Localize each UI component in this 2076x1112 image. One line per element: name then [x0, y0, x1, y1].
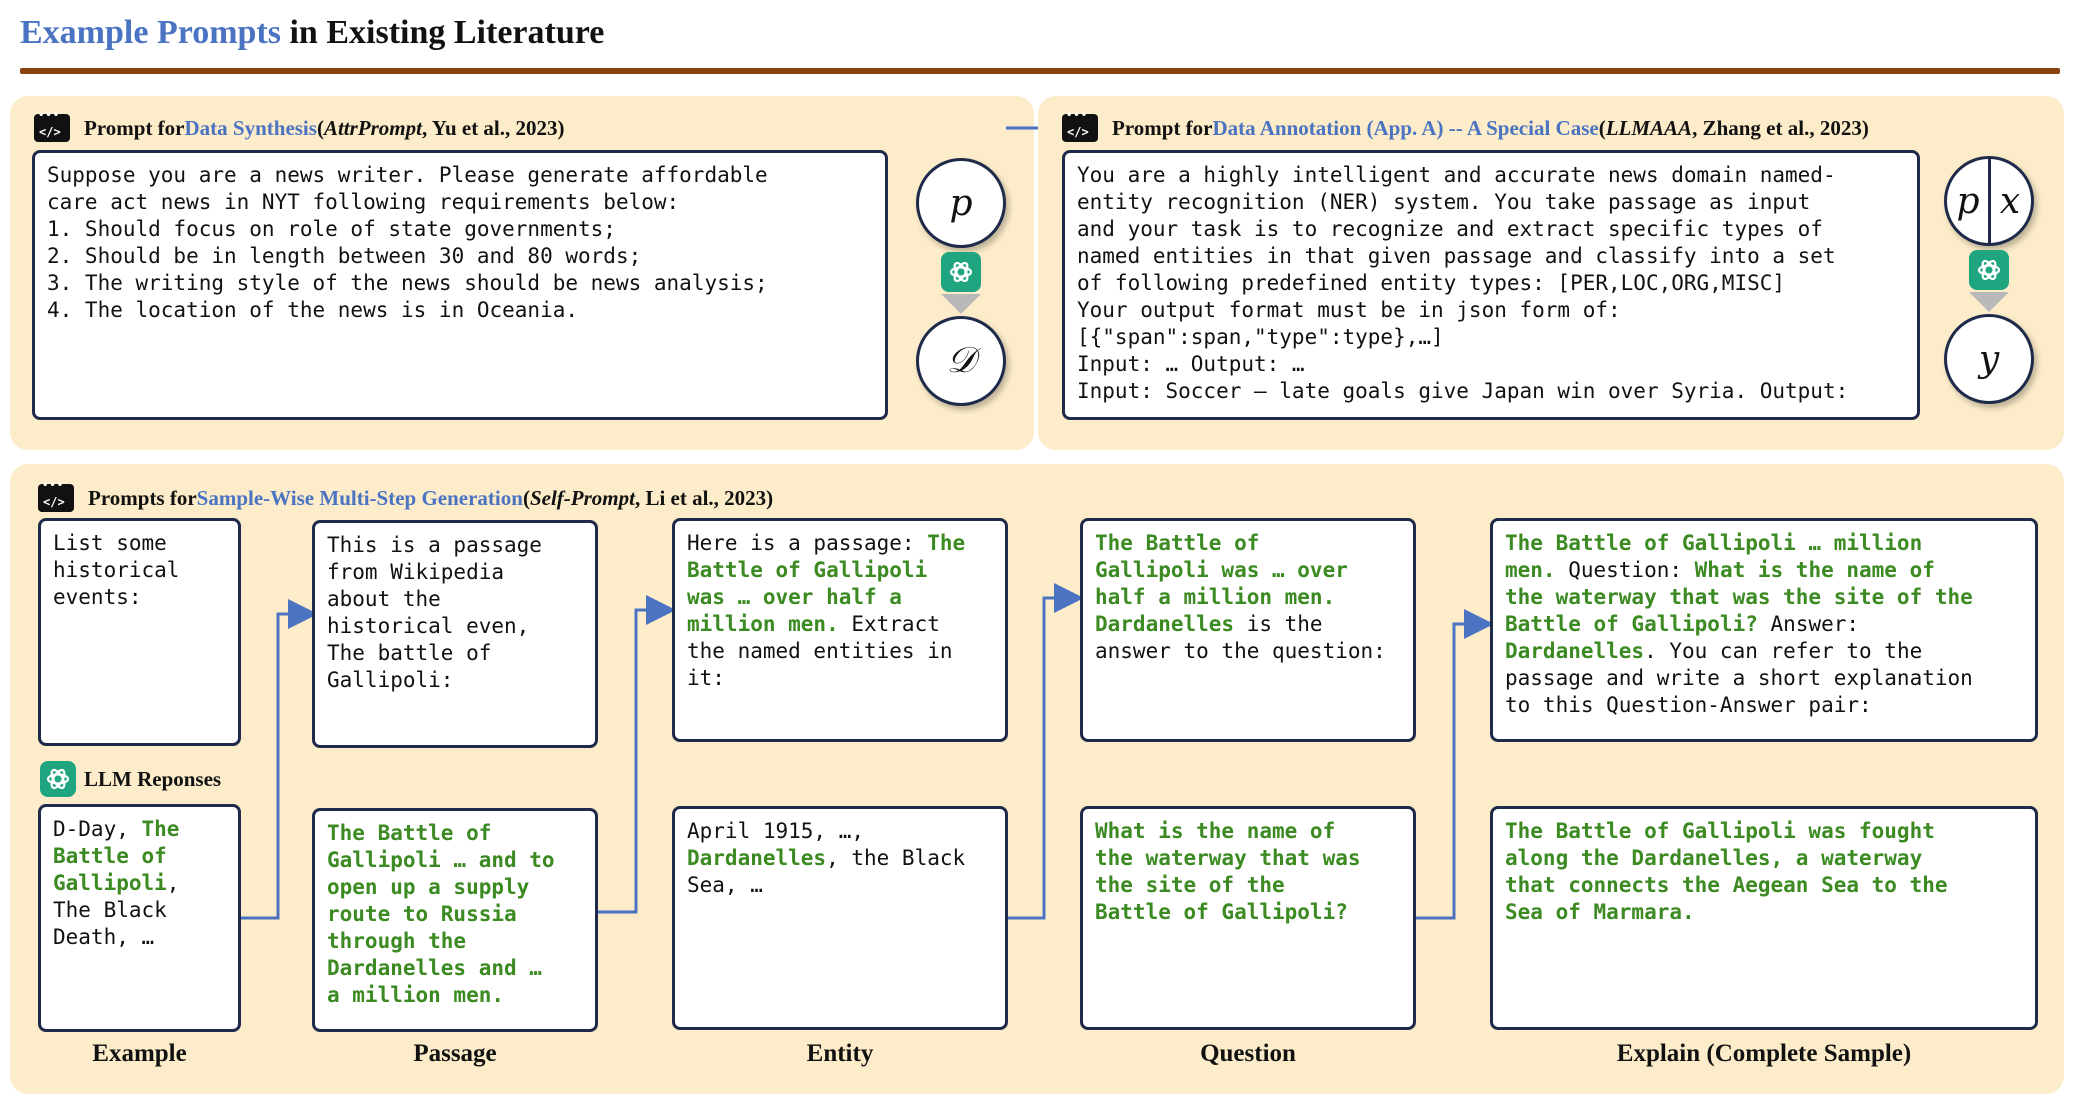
column-label-passage: Passage [413, 1040, 497, 1067]
page-title: Example Prompts in Existing Literature [20, 14, 604, 52]
example-response-box: D-Day, The Battle of Gallipoli, The Blac… [38, 804, 241, 1032]
segment: Question: [1555, 558, 1695, 582]
panel2-header-work: LLMAAA [1605, 115, 1693, 140]
passage-prompt-box: This is a passage from Wikipedia about t… [312, 520, 598, 748]
segment: Dardanelles [687, 846, 827, 870]
code-icon [34, 110, 70, 142]
panel3-header-task: Sample-Wise Multi-Step Generation [196, 485, 523, 510]
segment: Dardanelles [1505, 639, 1645, 663]
down-arrow-icon [941, 294, 981, 314]
panel3-header: Prompts for Sample-Wise Multi-Step Gener… [38, 480, 774, 512]
segment: . You can refer to the passage and write… [1505, 639, 1973, 717]
segment: The Battle of Gallipoli was fought along… [1505, 819, 1948, 924]
column-label-explain: Explain (Complete Sample) [1616, 1040, 1912, 1067]
segment: , the Black Sea, … [687, 846, 966, 897]
title-rule [20, 68, 2060, 74]
panel2-prompt-box: You are a highly intelligent and accurat… [1062, 150, 1920, 420]
chatgpt-icon [941, 252, 981, 292]
circle-y: y [1944, 314, 2034, 404]
panel1-header-open: ( [316, 115, 324, 140]
circle-p-x-left: p [1956, 180, 1980, 222]
segment: is the answer to the question: [1095, 612, 1386, 663]
segment: The Battle of Gallipoli was … over half … [687, 531, 966, 636]
circle-dataset: 𝒟 [916, 316, 1006, 406]
circle-p-x-right: x [1999, 180, 2021, 222]
question-response-box: What is the name of the waterway that wa… [1080, 806, 1416, 1030]
segment: The Battle of Gallipoli … million men. [1505, 531, 1923, 582]
segment: What is the name of the waterway that wa… [1505, 558, 1973, 636]
circle-p-x: p x [1944, 156, 2034, 246]
chatgpt-icon [1969, 250, 2009, 290]
chatgpt-icon [40, 761, 76, 797]
explain-prompt-box: The Battle of Gallipoli … million men. Q… [1490, 518, 2038, 742]
segment: Answer: [1770, 612, 1860, 636]
code-icon [38, 480, 74, 512]
segment: Extract the named entities in it: [687, 612, 953, 690]
panel1-header-cite: , Yu et al., 2023) [421, 115, 565, 140]
panel2-header: Prompt for Data Annotation (App. A) -- A… [1062, 110, 1869, 142]
segment: This is a passage from Wikipedia about t… [327, 533, 542, 692]
llm-label-text: LLM Reponses [84, 766, 222, 791]
panel2-header-open: ( [1598, 115, 1606, 140]
panel1-header-work: AttrPrompt [323, 115, 422, 140]
segment: D-Day, [53, 817, 142, 841]
explain-response-box: The Battle of Gallipoli was fought along… [1490, 806, 2038, 1030]
panel3-header-work: Self-Prompt [529, 485, 635, 510]
segment: What is the name of the waterway that wa… [1095, 819, 1361, 924]
segment: April 1915, …, [687, 819, 865, 843]
segment: The Battle of Gallipoli … and to open up… [327, 821, 555, 1007]
title-accent: Example Prompts [20, 14, 281, 51]
panel3-header-open: ( [522, 485, 530, 510]
panel2-header-prefix: Prompt for [1112, 115, 1213, 140]
panel3-header-prefix: Prompts for [88, 485, 197, 510]
column-label-example: Example [92, 1040, 187, 1067]
column-label-entity: Entity [806, 1040, 874, 1067]
panel1-header-prefix: Prompt for [84, 115, 185, 140]
panel3-header-cite: , Li et al., 2023) [634, 485, 774, 510]
segment: The Battle of Gallipoli [53, 817, 180, 895]
panel1-header: Prompt for Data Synthesis ( AttrPrompt ,… [34, 110, 565, 142]
entity-prompt-box: Here is a passage: The Battle of Gallipo… [672, 518, 1008, 742]
entity-response-box: April 1915, …, Dardanelles, the Black Se… [672, 806, 1008, 1030]
code-icon [1062, 110, 1098, 142]
passage-response-box: The Battle of Gallipoli … and to open up… [312, 808, 598, 1032]
panel2-header-cite: , Zhang et al., 2023) [1692, 115, 1869, 140]
question-prompt-box: The Battle of Gallipoli was … over half … [1080, 518, 1416, 742]
down-arrow-icon [1969, 292, 2009, 312]
llm-responses-label: LLM Reponses [40, 761, 221, 797]
segment: List some historical events: [53, 531, 180, 609]
segment: Here is a passage: [687, 531, 928, 555]
circle-divider [1988, 159, 1991, 243]
example-prompt-box: List some historical events: [38, 518, 241, 746]
segment: , The Black Death, … [53, 871, 180, 949]
panel1-prompt-box: Suppose you are a news writer. Please ge… [32, 150, 888, 420]
panel1-header-task: Data Synthesis [184, 115, 317, 140]
segment: The Battle of Gallipoli was … over half … [1095, 531, 1348, 636]
circle-p: p [916, 158, 1006, 248]
title-rest: in Existing Literature [280, 14, 605, 51]
column-label-question: Question [1200, 1040, 1296, 1067]
panel2-header-task: Data Annotation (App. A) -- A Special Ca… [1212, 115, 1599, 140]
